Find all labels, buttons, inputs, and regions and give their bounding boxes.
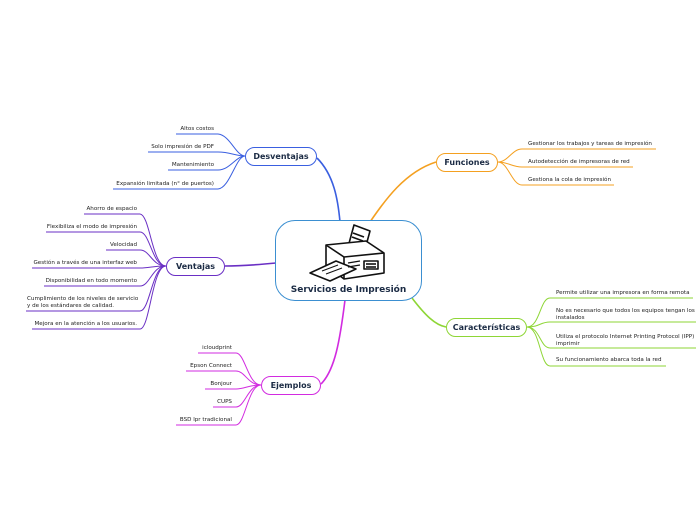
leaf-funciones-2[interactable]: Autodetección de impresoras de red <box>528 159 630 165</box>
branch-caracteristicas[interactable]: Características <box>446 318 527 337</box>
leaf-ejemplos-4[interactable]: CUPS <box>217 399 232 405</box>
connector-ejemplos-5 <box>235 384 262 426</box>
connector-ventajas-6 <box>139 265 167 312</box>
trunk-desventajas <box>316 157 341 223</box>
leaf-ejemplos-1[interactable]: icloudprint <box>202 345 232 351</box>
connector-desventajas-4 <box>217 155 246 190</box>
trunk-funciones <box>369 161 437 223</box>
leaf-desventajas-2[interactable]: Solo impresión de PDF <box>151 144 214 150</box>
leaf-caracteristicas-2[interactable]: No es necesario que todos los equipos te… <box>556 308 695 321</box>
leaf-desventajas-3[interactable]: Mantenimiento <box>171 162 214 168</box>
central-topic-title: Servicios de Impresión <box>290 285 407 295</box>
leaf-desventajas-1[interactable]: Altos costos <box>180 126 214 132</box>
connector-ventajas-2 <box>139 231 167 267</box>
connector-funciones-1 <box>497 148 523 163</box>
leaf-caracteristicas-4[interactable]: Su funcionamiento abarca toda la red <box>556 357 662 363</box>
trunk-ventajas <box>224 262 277 267</box>
connector-caracteristicas-1 <box>526 297 551 328</box>
connector-ventajas-3 <box>139 249 167 267</box>
branch-desventajas[interactable]: Desventajas <box>245 147 317 166</box>
leaf-ventajas-3[interactable]: Velocidad <box>110 242 137 248</box>
leaf-ejemplos-3[interactable]: Bonjour <box>210 381 232 387</box>
branch-funciones[interactable]: Funciones <box>436 153 498 172</box>
connector-ventajas-7 <box>139 265 167 330</box>
connector-ejemplos-1 <box>235 352 262 386</box>
connector-ventajas-1 <box>139 213 167 267</box>
connector-caracteristicas-4 <box>526 326 551 367</box>
leaf-ventajas-5[interactable]: Disponibilidad en todo momento <box>45 278 137 284</box>
connector-desventajas-1 <box>217 133 246 157</box>
leaf-ejemplos-5[interactable]: BSD lpr tradicional <box>179 417 232 423</box>
branch-desventajas-label: Desventajas <box>253 152 309 161</box>
branch-funciones-label: Funciones <box>444 158 490 167</box>
leaf-caracteristicas-3[interactable]: Utiliza el protocolo Internet Printing P… <box>556 334 695 347</box>
connector-funciones-3 <box>497 161 523 186</box>
leaf-funciones-1[interactable]: Gestionar los trabajos y tareas de impre… <box>528 141 652 147</box>
trunk-caracteristicas <box>411 297 447 328</box>
leaf-ventajas-1[interactable]: Ahorro de espacio <box>86 206 137 212</box>
connector-caracteristicas-2 <box>526 321 551 328</box>
branch-ventajas-label: Ventajas <box>176 262 215 271</box>
leaf-ventajas-4[interactable]: Gestión a través de una interfaz web <box>33 260 137 266</box>
trunk-ejemplos <box>320 299 346 385</box>
branch-ventajas[interactable]: Ventajas <box>166 257 225 276</box>
connector-caracteristicas-3 <box>526 326 551 349</box>
leaf-ejemplos-2[interactable]: Epson Connect <box>190 363 232 369</box>
branch-ejemplos[interactable]: Ejemplos <box>261 376 321 395</box>
leaf-funciones-3[interactable]: Gestiona la cola de impresión <box>528 177 612 183</box>
printer-icon <box>309 224 385 282</box>
branch-ejemplos-label: Ejemplos <box>270 381 312 390</box>
leaf-desventajas-4[interactable]: Expansión limitada (n° de puertos) <box>116 181 214 187</box>
leaf-ventajas-7[interactable]: Mejora en la atención a los usuarios. <box>34 321 137 327</box>
branch-caracteristicas-label: Características <box>452 323 521 332</box>
leaf-caracteristicas-1[interactable]: Permite utilizar una impresora en forma … <box>556 290 690 296</box>
leaf-ventajas-6[interactable]: Cumplimiento de los niveles de servicio … <box>27 296 139 309</box>
leaf-ventajas-2[interactable]: Flexibiliza el modo de impresión <box>46 224 137 230</box>
